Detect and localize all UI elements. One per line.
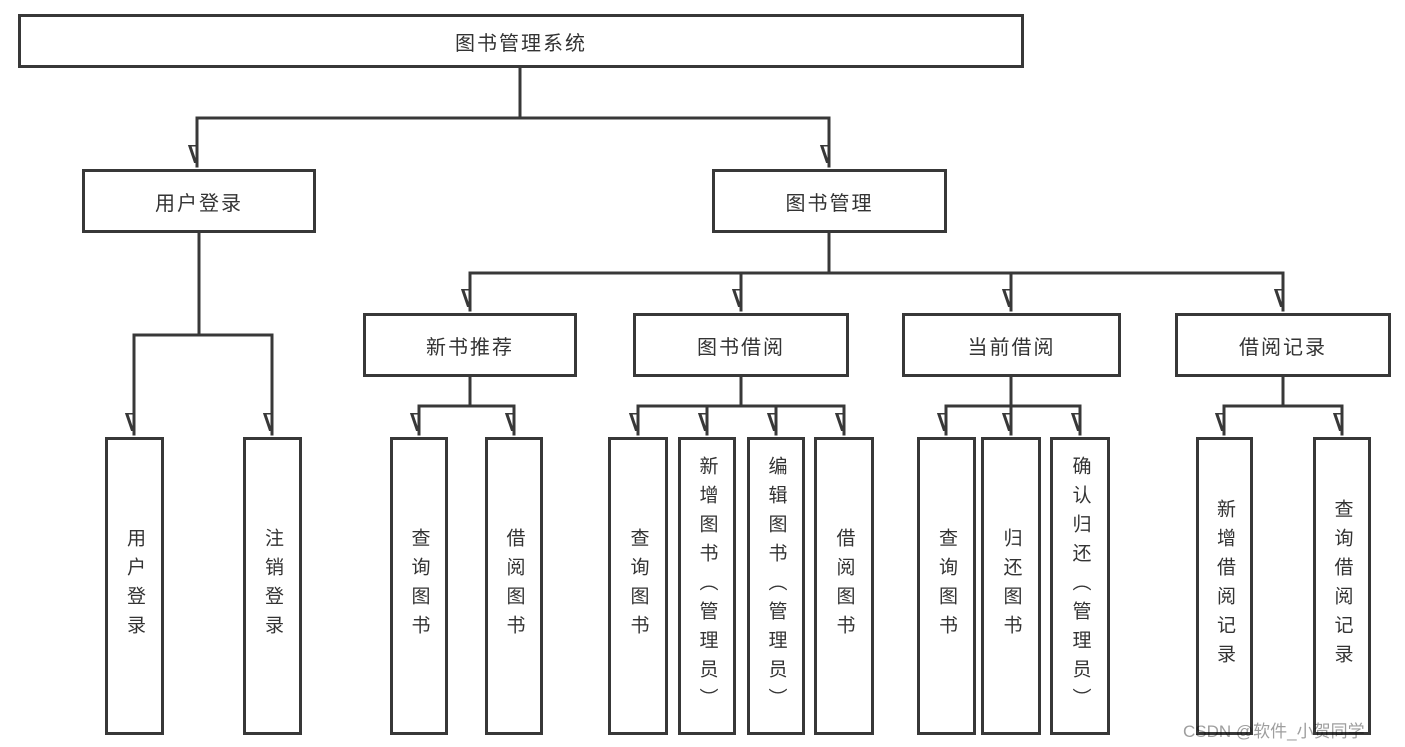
node-root-library-management-system: 图书管理系统 xyxy=(18,14,1024,68)
node-label: 归还图书 xyxy=(1000,528,1022,644)
node-label: 图书管理 xyxy=(785,192,874,215)
node-leaf-query-borrow-record: 查询借阅记录 xyxy=(1313,437,1371,735)
connector-root-to-level2 xyxy=(197,66,831,168)
node-label: 借阅图书 xyxy=(503,528,525,644)
node-leaf-confirm-return-admin: 确认归还（管理员） xyxy=(1050,437,1110,735)
connector-book-management-children xyxy=(470,231,1285,312)
node-label: 新增图书（管理员） xyxy=(696,455,718,717)
node-user-login: 用户登录 xyxy=(82,169,316,233)
node-new-book-recommend: 新书推荐 xyxy=(363,313,577,377)
node-leaf-user-login: 用户登录 xyxy=(105,437,164,735)
node-label: 确认归还（管理员） xyxy=(1069,455,1091,717)
node-label: 当前借阅 xyxy=(967,336,1056,359)
connector-new-book-recommend-children xyxy=(419,375,516,436)
node-leaf-borrow-books-recommend: 借阅图书 xyxy=(485,437,543,735)
node-label: 查询图书 xyxy=(936,528,957,644)
node-label: 查询图书 xyxy=(627,528,649,644)
node-leaf-logout: 注销登录 xyxy=(243,437,302,735)
node-label: 查询图书 xyxy=(408,528,430,644)
node-leaf-edit-books-admin: 编辑图书（管理员） xyxy=(747,437,805,735)
node-leaf-add-borrow-record: 新增借阅记录 xyxy=(1196,437,1253,735)
connector-book-borrow-children xyxy=(638,375,846,436)
connector-current-borrow-children xyxy=(946,375,1082,436)
node-label: 图书借阅 xyxy=(697,336,785,359)
node-leaf-return-books: 归还图书 xyxy=(981,437,1041,735)
node-leaf-query-books-borrow: 查询图书 xyxy=(608,437,668,735)
node-book-borrow: 图书借阅 xyxy=(633,313,849,377)
node-label: 图书管理系统 xyxy=(455,32,587,55)
node-leaf-query-books-recommend: 查询图书 xyxy=(390,437,448,735)
node-label: 用户登录 xyxy=(124,528,145,644)
node-label: 编辑图书（管理员） xyxy=(765,455,787,717)
connector-user-login-children xyxy=(134,231,274,436)
node-label: 新书推荐 xyxy=(426,336,514,359)
node-label: 新增借阅记录 xyxy=(1214,499,1235,673)
node-book-management: 图书管理 xyxy=(712,169,947,233)
node-leaf-query-books-current: 查询图书 xyxy=(917,437,976,735)
node-current-borrow: 当前借阅 xyxy=(902,313,1121,377)
node-leaf-borrow-books: 借阅图书 xyxy=(814,437,874,735)
node-leaf-add-books-admin: 新增图书（管理员） xyxy=(678,437,736,735)
node-label: 注销登录 xyxy=(262,528,283,644)
node-label: 用户登录 xyxy=(155,192,243,215)
csdn-watermark: CSDN @软件_小贺同学 xyxy=(1183,722,1365,741)
node-borrow-records: 借阅记录 xyxy=(1175,313,1391,377)
connector-borrow-records-children xyxy=(1224,375,1344,436)
node-label: 借阅记录 xyxy=(1239,336,1327,359)
node-label: 借阅图书 xyxy=(833,528,855,644)
node-label: 查询借阅记录 xyxy=(1331,499,1353,673)
